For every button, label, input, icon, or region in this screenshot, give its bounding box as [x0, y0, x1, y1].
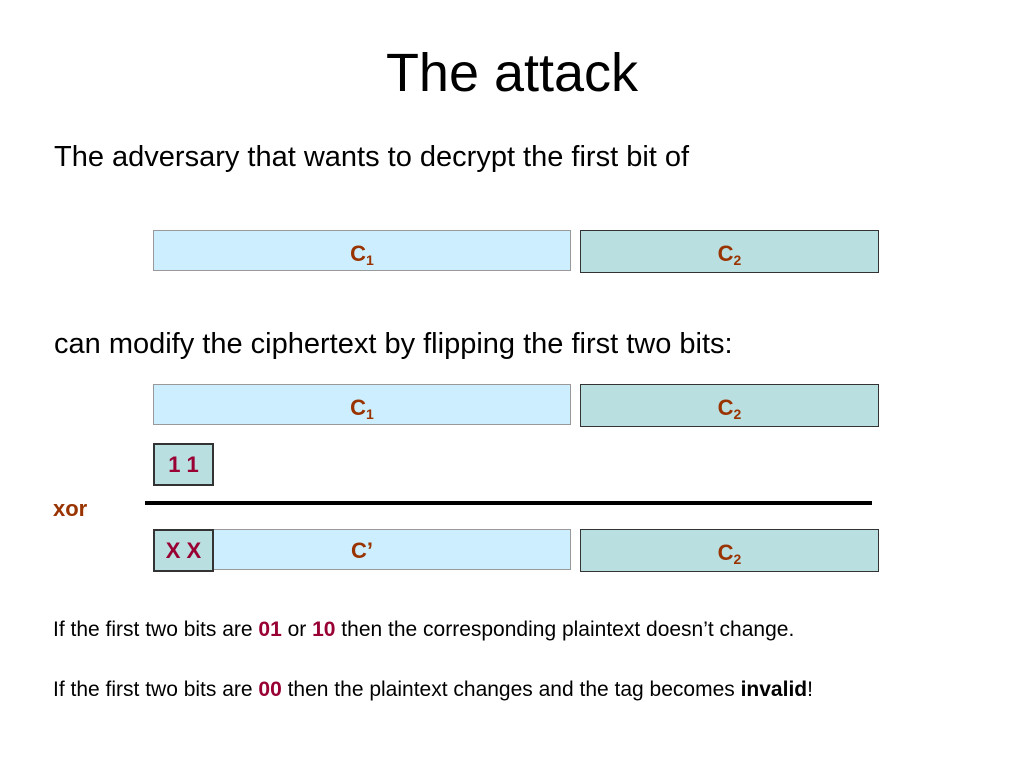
c2-label: C2	[717, 395, 742, 422]
flipped-bits-box: X X	[153, 529, 214, 572]
c1-label: C1	[350, 241, 374, 268]
value-01: 01	[258, 618, 282, 641]
modify-text: can modify the ciphertext by flipping th…	[54, 328, 733, 360]
value-10: 10	[312, 618, 336, 641]
note-invalid: If the first two bits are 00 then the pl…	[53, 678, 813, 701]
xor-divider-line	[145, 501, 872, 505]
ciphertext-block-c2: C2	[580, 230, 879, 273]
value-00: 00	[258, 678, 282, 701]
flip-mask-box: 1 1	[153, 443, 214, 486]
ciphertext-block-c2-result: C2	[580, 529, 879, 572]
modified-block-c-prime: C’	[153, 529, 571, 570]
ciphertext-block-c2-copy: C2	[580, 384, 879, 427]
ciphertext-block-c1: C1	[153, 230, 571, 271]
ciphertext-block-c1-copy: C1	[153, 384, 571, 425]
intro-text: The adversary that wants to decrypt the …	[54, 141, 690, 173]
slide-title: The attack	[385, 43, 639, 103]
note-unchanged: If the first two bits are 01 or 10 then …	[53, 618, 795, 641]
xor-label: xor	[53, 496, 88, 521]
c-prime-label: C’	[351, 538, 373, 563]
c1-label: C1	[350, 395, 374, 422]
invalid-word: invalid	[740, 678, 808, 701]
c2-label: C2	[717, 540, 742, 567]
c2-label: C2	[717, 241, 742, 268]
